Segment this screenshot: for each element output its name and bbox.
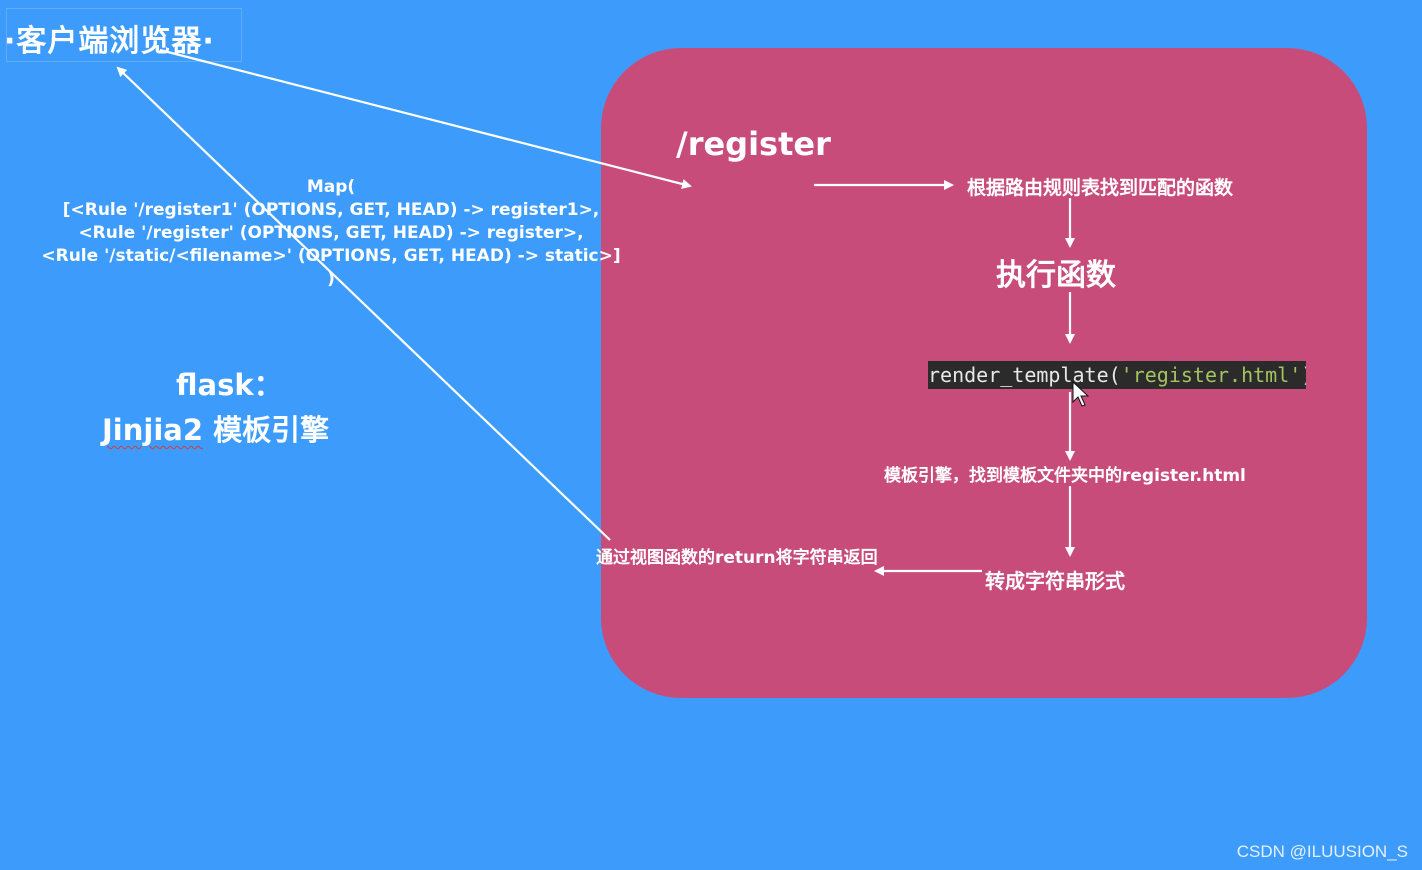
code-func: render_template( — [928, 363, 1121, 387]
step-find-function: 根据路由规则表找到匹配的函数 — [967, 177, 1234, 199]
watermark: CSDN @ILUUSION_S — [1236, 842, 1408, 861]
step-return-string: 通过视图函数的return将字符串返回 — [596, 548, 878, 568]
jinja-engine-name: Jinjia2 — [102, 413, 204, 447]
jinja-engine-suffix: 模板引擎 — [203, 413, 330, 447]
arrow-client-to-route — [159, 48, 692, 189]
arrow-return-to-client — [116, 66, 611, 541]
code-close: ) — [1301, 363, 1306, 387]
client-browser-label: ·客户端浏览器· — [4, 24, 215, 59]
flask-title: flask： — [176, 368, 283, 402]
mouse-cursor-icon — [1072, 380, 1090, 407]
jinja-engine-caption: Jinjia2 模板引擎 — [102, 407, 329, 449]
code-arg: 'register.html' — [1120, 363, 1302, 387]
route-label: /register — [676, 125, 831, 163]
code-snippet: render_template('register.html') — [928, 361, 1306, 389]
url-map-text: Map( [<Rule '/register1' (OPTIONS, GET, … — [41, 177, 621, 289]
client-box — [6, 8, 242, 62]
step-template-engine: 模板引擎，找到模板文件夹中的register.html — [884, 466, 1246, 486]
step-to-string: 转成字符串形式 — [985, 569, 1125, 593]
step-execute-function: 执行函数 — [996, 258, 1116, 293]
